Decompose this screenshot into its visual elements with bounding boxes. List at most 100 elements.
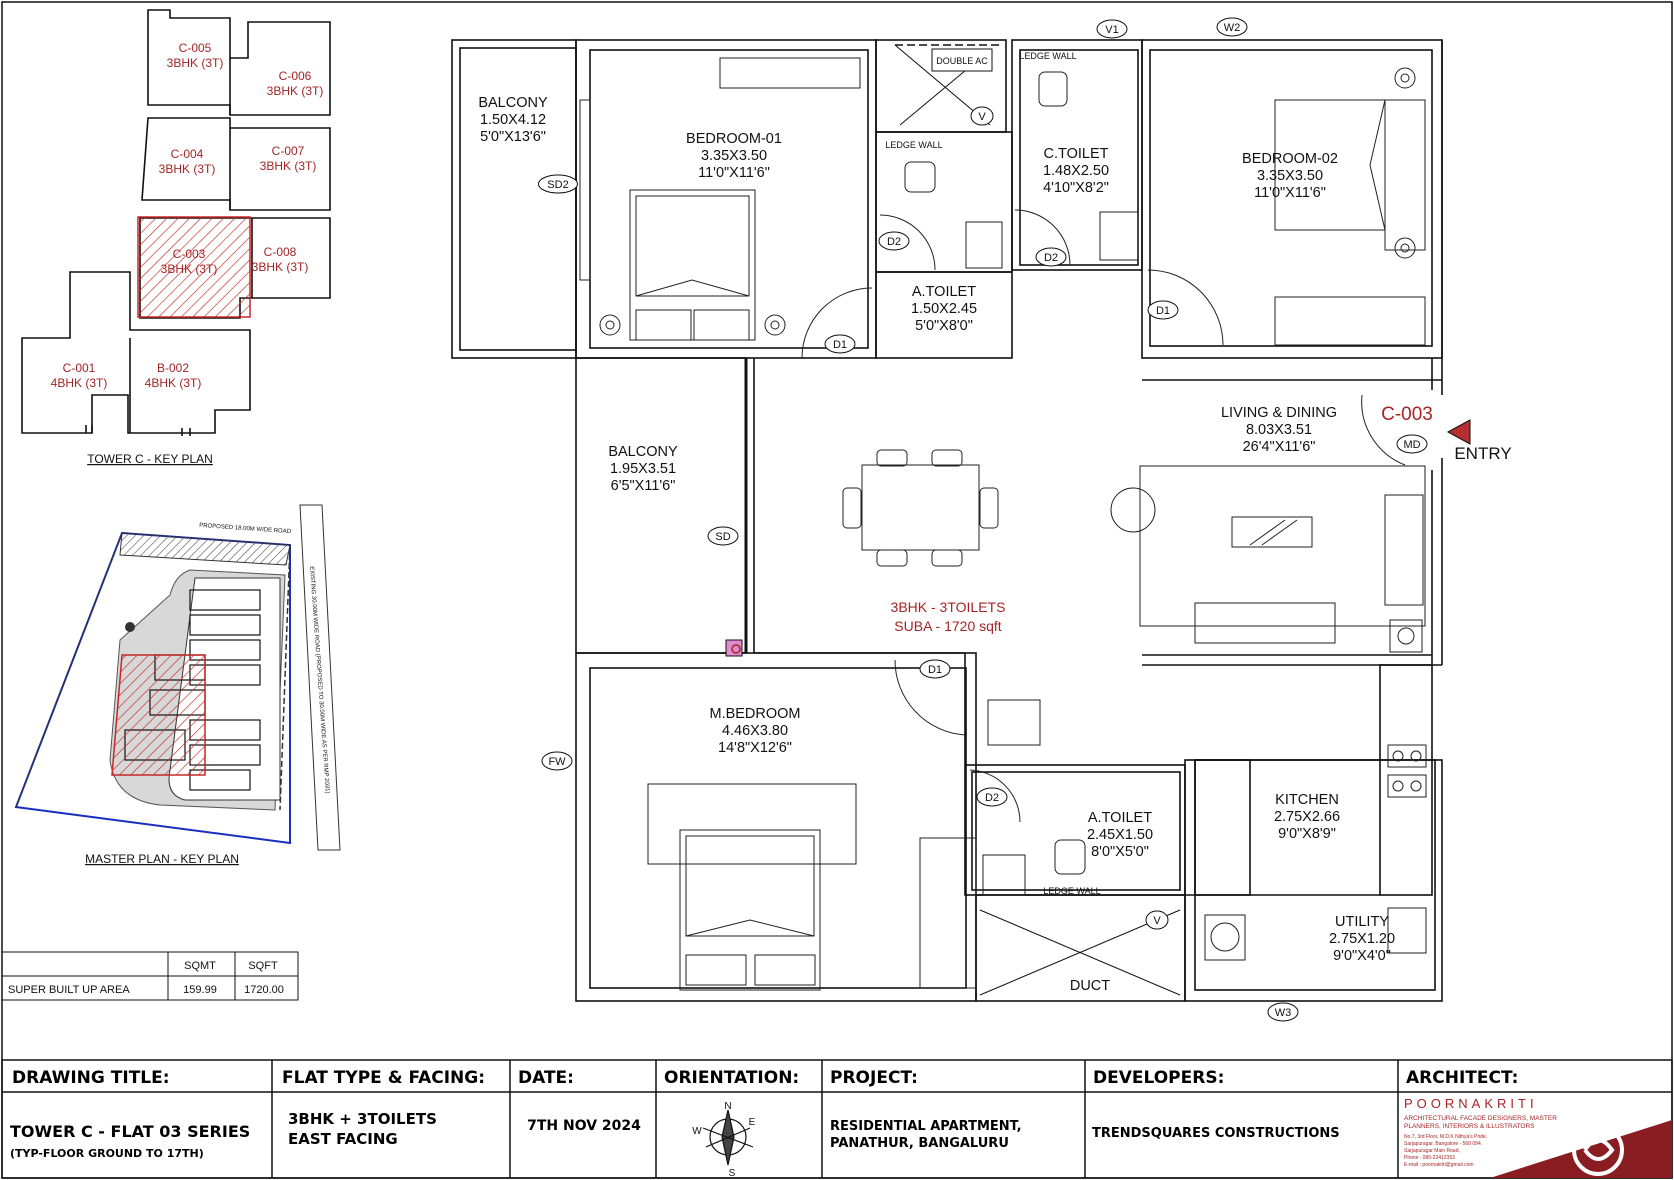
room-balcony2-name: BALCONY — [608, 444, 678, 460]
key-unit-type: 3BHK (3T) — [252, 260, 309, 274]
tag-d2: D2 — [1044, 252, 1058, 264]
tag-v1: V1 — [1105, 24, 1118, 36]
tag-d2: D2 — [887, 236, 901, 248]
architect-address1: No.7, 3rd Floor, M.D.K Nithya's Pride, — [1404, 1134, 1487, 1140]
tag-v-marker — [970, 106, 994, 126]
flat-type-line1: 3BHK + 3TOILETS — [288, 1110, 437, 1128]
architect-logo — [1490, 1120, 1672, 1178]
flat-type-facing-label: FLAT TYPE & FACING: — [282, 1068, 485, 1088]
date-value: 7TH NOV 2024 — [527, 1118, 641, 1134]
compass-s: S — [729, 1168, 736, 1179]
project-label: PROJECT: — [830, 1068, 918, 1088]
room-mbedroom-size-ft: 14'8"X12'6" — [718, 740, 792, 756]
room-living-name: LIVING & DINING — [1221, 405, 1337, 421]
furniture — [579, 57, 1427, 991]
room-ctoilet-name: C.TOILET — [1044, 146, 1109, 162]
room-bedroom2-size-m: 3.35X3.50 — [1257, 168, 1323, 184]
key-unit-type: 4BHK (3T) — [51, 376, 108, 390]
key-unit-code: C-001 — [63, 361, 96, 375]
room-atoilet2-size-ft: 8'0"X5'0" — [1091, 844, 1149, 860]
ledge-wall-label-1: LEDGE WALL — [885, 140, 942, 150]
key-unit-code: C-005 — [179, 41, 212, 55]
developers-label: DEVELOPERS: — [1093, 1068, 1224, 1088]
flat-area-label: SUBA - 1720 sqft — [894, 618, 1002, 634]
room-kitchen-size-m: 2.75X2.66 — [1274, 809, 1340, 825]
tag-d2-marker — [878, 231, 910, 251]
area-sqmt-value: 159.99 — [183, 984, 217, 996]
room-atoilet1-size-m: 1.50X2.45 — [911, 301, 977, 317]
compass-icon — [702, 1109, 754, 1166]
room-bedroom2-name: BEDROOM-02 — [1242, 151, 1338, 167]
master-plan-title: MASTER PLAN - KEY PLAN — [85, 852, 239, 866]
tower-key-plan — [21, 9, 331, 436]
room-kitchen-size-ft: 9'0"X8'9" — [1278, 826, 1336, 842]
double-ac-label: DOUBLE AC — [936, 56, 988, 66]
architect-name: POORNAKRITI — [1404, 1096, 1538, 1111]
key-unit-type: 4BHK (3T) — [145, 376, 202, 390]
master-key-plan: PROPOSED 18.00M WIDE ROAD EXISTING 30.00… — [14, 504, 341, 851]
unit-code-label: C-003 — [1381, 404, 1433, 425]
orientation-label: ORIENTATION: — [664, 1068, 799, 1088]
room-balcony2-size-ft: 6'5"X11'6" — [611, 478, 676, 494]
tag-d2-marker — [976, 787, 1008, 807]
room-utility-size-m: 2.75X1.20 — [1329, 931, 1395, 947]
master-top-road: PROPOSED 18.00M WIDE ROAD — [199, 523, 292, 535]
architect-tagline2: PLANNERS, INTERIORS & ILLUSTRATORS — [1404, 1123, 1535, 1130]
compass-n: N — [724, 1101, 731, 1112]
architect-label: ARCHITECT: — [1406, 1068, 1518, 1088]
tag-d1: D1 — [1156, 305, 1170, 317]
area-header-sqft: SQFT — [248, 960, 278, 972]
drawing-subtitle: (TYP-FLOOR GROUND TO 17TH) — [10, 1147, 204, 1160]
room-living-size-m: 8.03X3.51 — [1246, 422, 1312, 438]
key-unit-code: C-008 — [264, 245, 297, 259]
tag-sd2: SD2 — [547, 179, 568, 191]
tag-md-marker — [1396, 434, 1428, 454]
tag-d1-marker — [919, 659, 951, 679]
area-row-label: SUPER BUILT UP AREA — [8, 984, 130, 996]
tag-sd2-marker — [538, 174, 578, 194]
key-unit-type: 3BHK (3T) — [260, 159, 317, 173]
area-header-sqmt: SQMT — [184, 960, 216, 972]
room-ctoilet-size-ft: 4'10"X8'2" — [1043, 180, 1109, 196]
flat-type-label: 3BHK - 3TOILETS — [891, 599, 1006, 615]
area-table — [1, 951, 299, 1001]
room-living-size-ft: 26'4"X11'6" — [1243, 439, 1316, 455]
architect-address2: Sarjapuragar, Bangalore - 560 094. — [1404, 1141, 1482, 1147]
highlighted-unit-c003 — [137, 216, 251, 318]
tag-sd-marker — [707, 526, 739, 546]
room-mbedroom-size-m: 4.46X3.80 — [722, 723, 788, 739]
project-line1: RESIDENTIAL APARTMENT, — [830, 1119, 1022, 1134]
architect-tagline1: ARCHITECTURAL FACADE DESIGNERS, MASTER — [1404, 1115, 1557, 1122]
tag-d1-marker — [824, 334, 856, 354]
room-bedroom1-size-m: 3.35X3.50 — [701, 148, 767, 164]
key-unit-code: C-007 — [272, 144, 305, 158]
drawing-title: TOWER C - FLAT 03 SERIES — [10, 1122, 250, 1141]
room-balcony2-size-m: 1.95X3.51 — [610, 461, 676, 477]
tag-v-marker — [1145, 910, 1169, 930]
tag-fw-marker — [541, 751, 573, 771]
compass-e: E — [749, 1117, 756, 1128]
architect-phone: Phone : 080-23412353 — [1404, 1155, 1455, 1161]
tag-v1-marker — [1096, 19, 1128, 39]
key-unit-type: 3BHK (3T) — [267, 84, 324, 98]
room-labels: BALCONY1.50X4.125'0"X13'6"BEDROOM-013.35… — [478, 95, 1395, 994]
room-bedroom2-size-ft: 11'0"X11'6" — [1254, 185, 1326, 201]
entry-arrow-icon — [1446, 419, 1471, 445]
tag-w2-marker — [1216, 17, 1248, 37]
ledge-wall-label-2: LEDGE WALL — [1019, 51, 1076, 61]
room-balcony1-name: BALCONY — [478, 95, 548, 111]
tag-md: MD — [1403, 439, 1420, 451]
developers-value: TRENDSQUARES CONSTRUCTIONS — [1092, 1126, 1340, 1141]
project-line2: PANATHUR, BANGALURU — [830, 1136, 1009, 1151]
drawing-title-label: DRAWING TITLE: — [12, 1068, 170, 1088]
key-unit-type: 3BHK (3T) — [167, 56, 224, 70]
room-atoilet1-size-ft: 5'0"X8'0" — [915, 318, 973, 334]
room-atoilet2-size-m: 2.45X1.50 — [1087, 827, 1153, 843]
room-atoilet1-name: A.TOILET — [912, 284, 976, 300]
room-ctoilet-size-m: 1.48X2.50 — [1043, 163, 1109, 179]
tag-w3-marker — [1267, 1002, 1299, 1022]
flat-type-line2: EAST FACING — [288, 1130, 398, 1148]
